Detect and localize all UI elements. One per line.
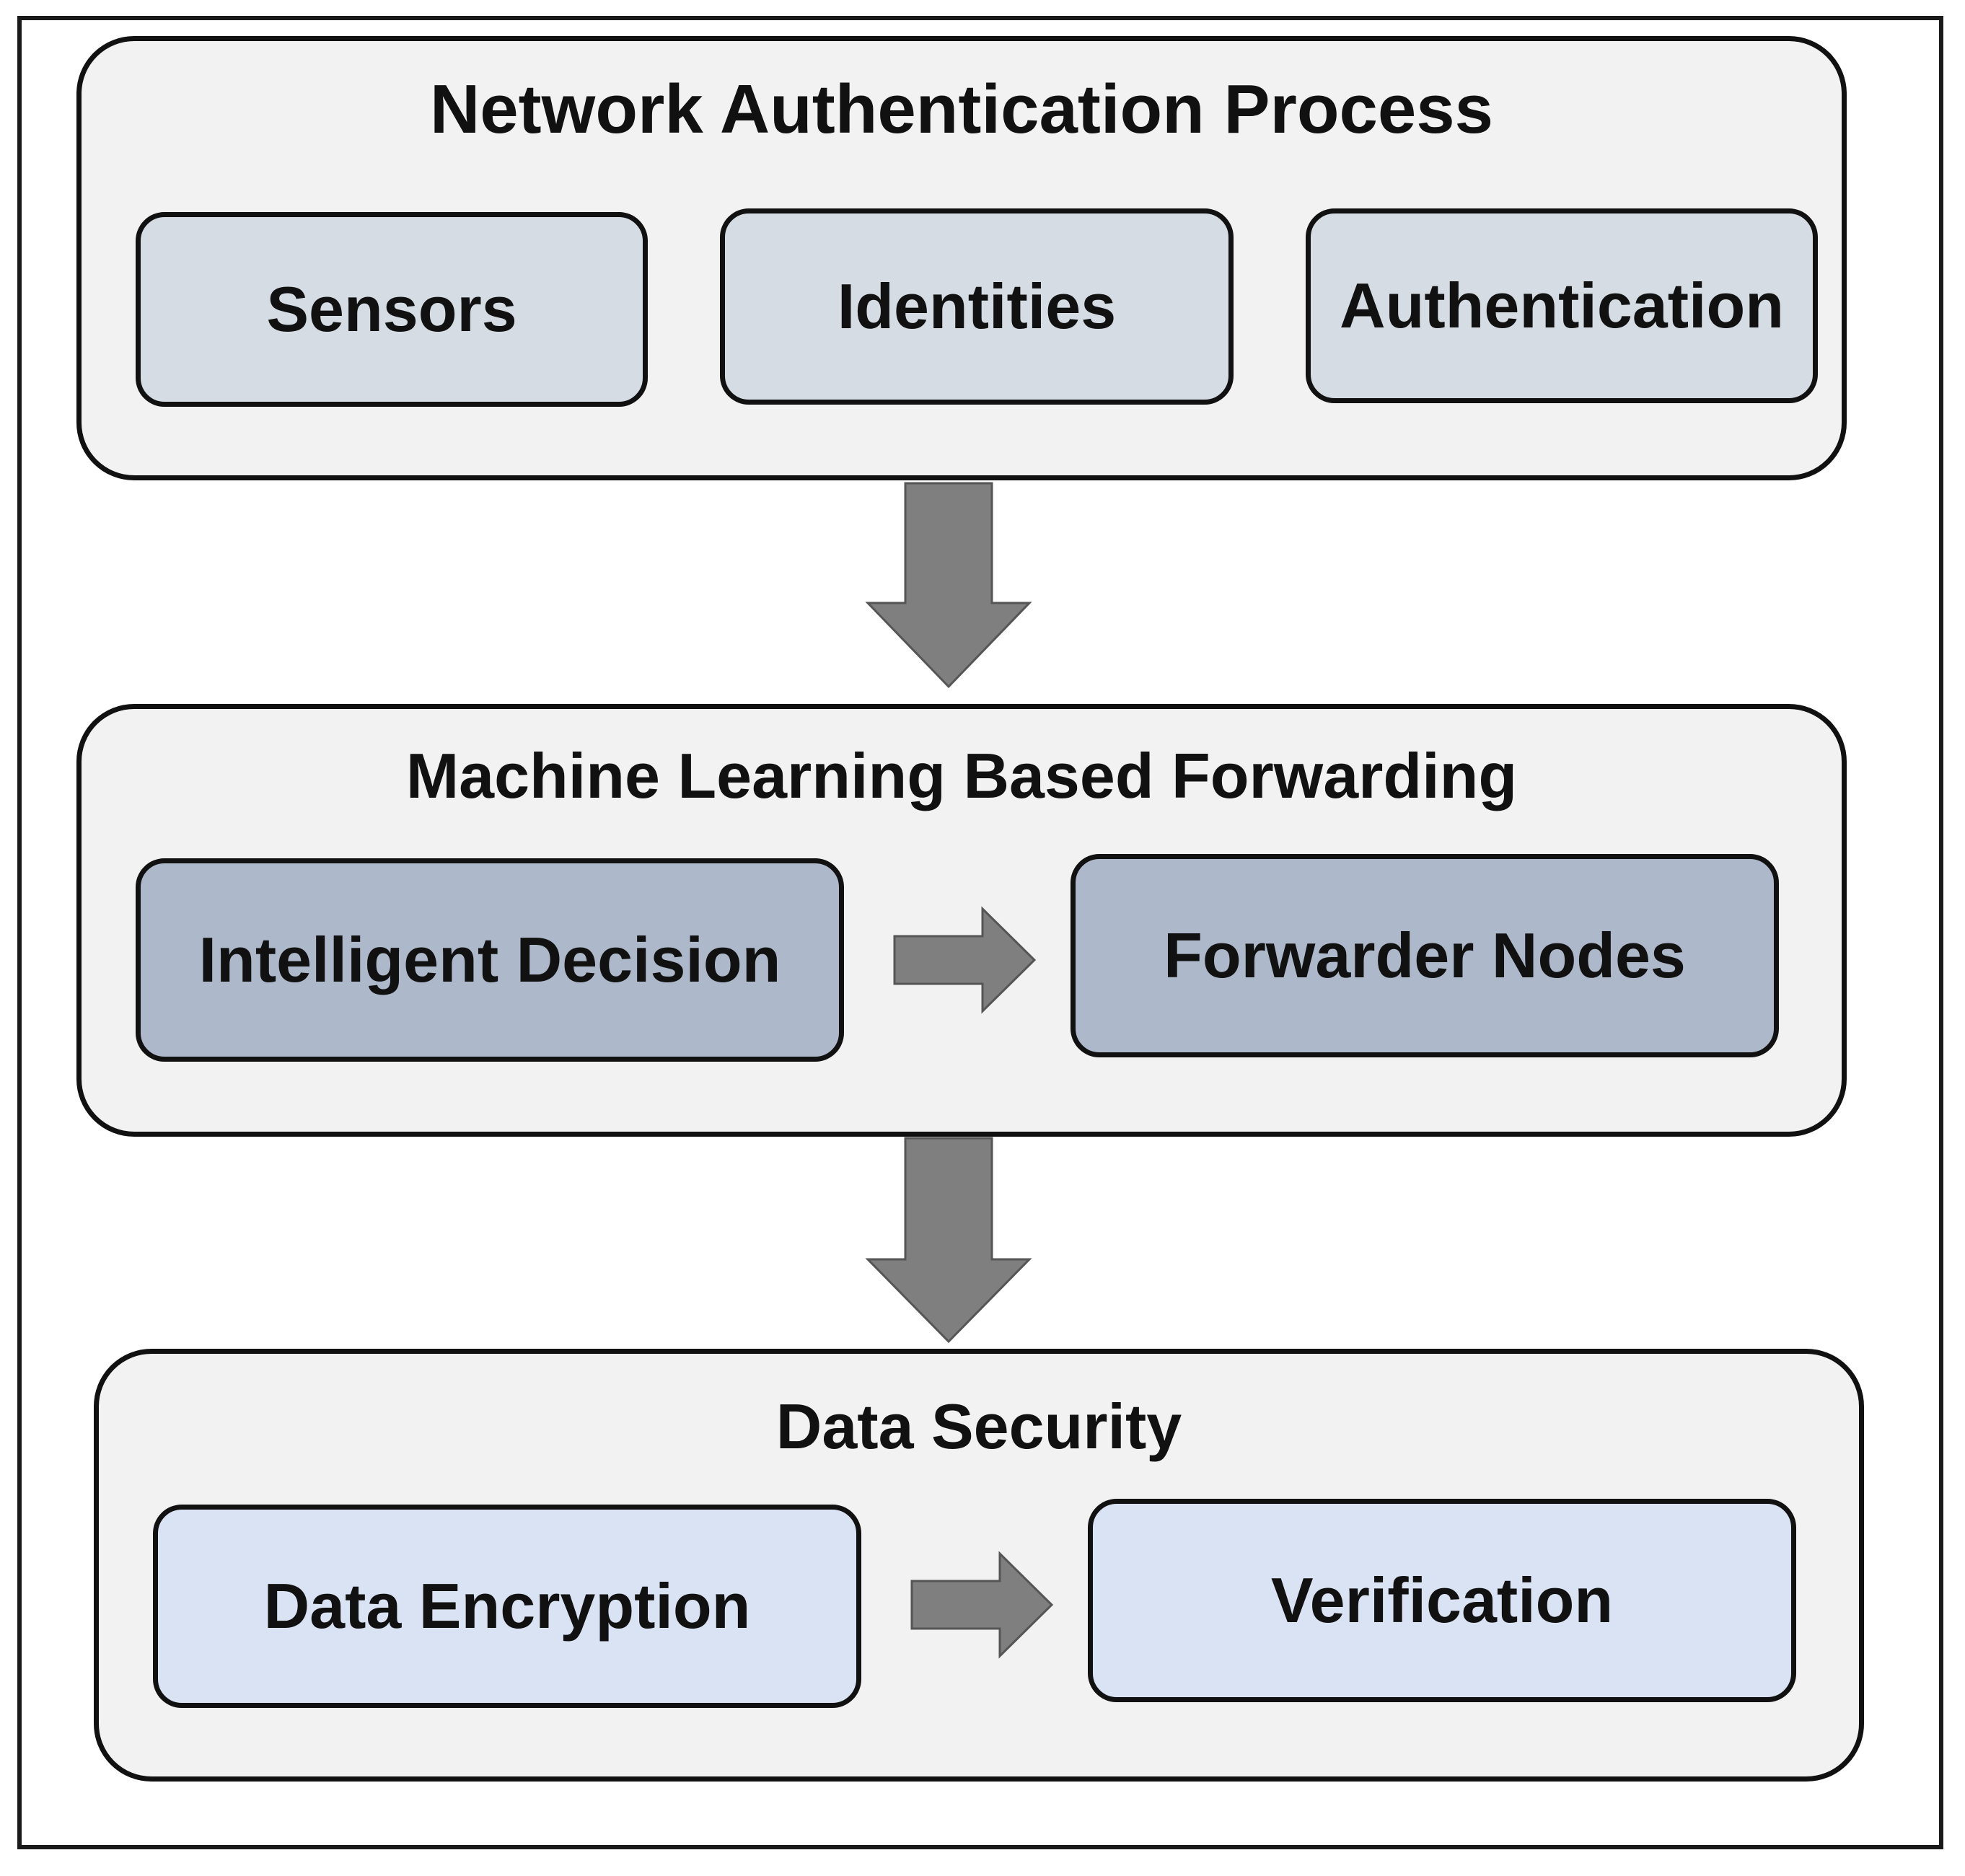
panel-title: Network Authentication Process (429, 71, 1494, 148)
arrow-down-1 (865, 482, 1032, 689)
arrow-down-2 (865, 1137, 1032, 1344)
box-authentication: Authentication (1306, 208, 1818, 403)
box-label: Forwarder Nodes (1164, 920, 1686, 991)
panel-title: Machine Learning Based Forwarding (405, 740, 1518, 811)
box-forwarder-nodes: Forwarder Nodes (1071, 854, 1779, 1057)
box-label: Verification (1270, 1564, 1614, 1636)
box-identities: Identities (720, 208, 1234, 405)
box-sensors: Sensors (136, 212, 648, 407)
box-label: Authentication (1340, 270, 1784, 341)
box-label: Data Encryption (263, 1570, 751, 1642)
arrow-right-2 (910, 1551, 1054, 1659)
arrow-right-1 (893, 906, 1037, 1014)
box-intelligent-decision: Intelligent Decision (136, 858, 844, 1062)
box-label: Intelligent Decision (198, 924, 781, 995)
box-data-encryption: Data Encryption (153, 1505, 861, 1708)
panel-title: Data Security (775, 1391, 1182, 1462)
box-label: Identities (837, 270, 1117, 342)
box-verification: Verification (1088, 1499, 1796, 1702)
box-label: Sensors (266, 273, 517, 345)
